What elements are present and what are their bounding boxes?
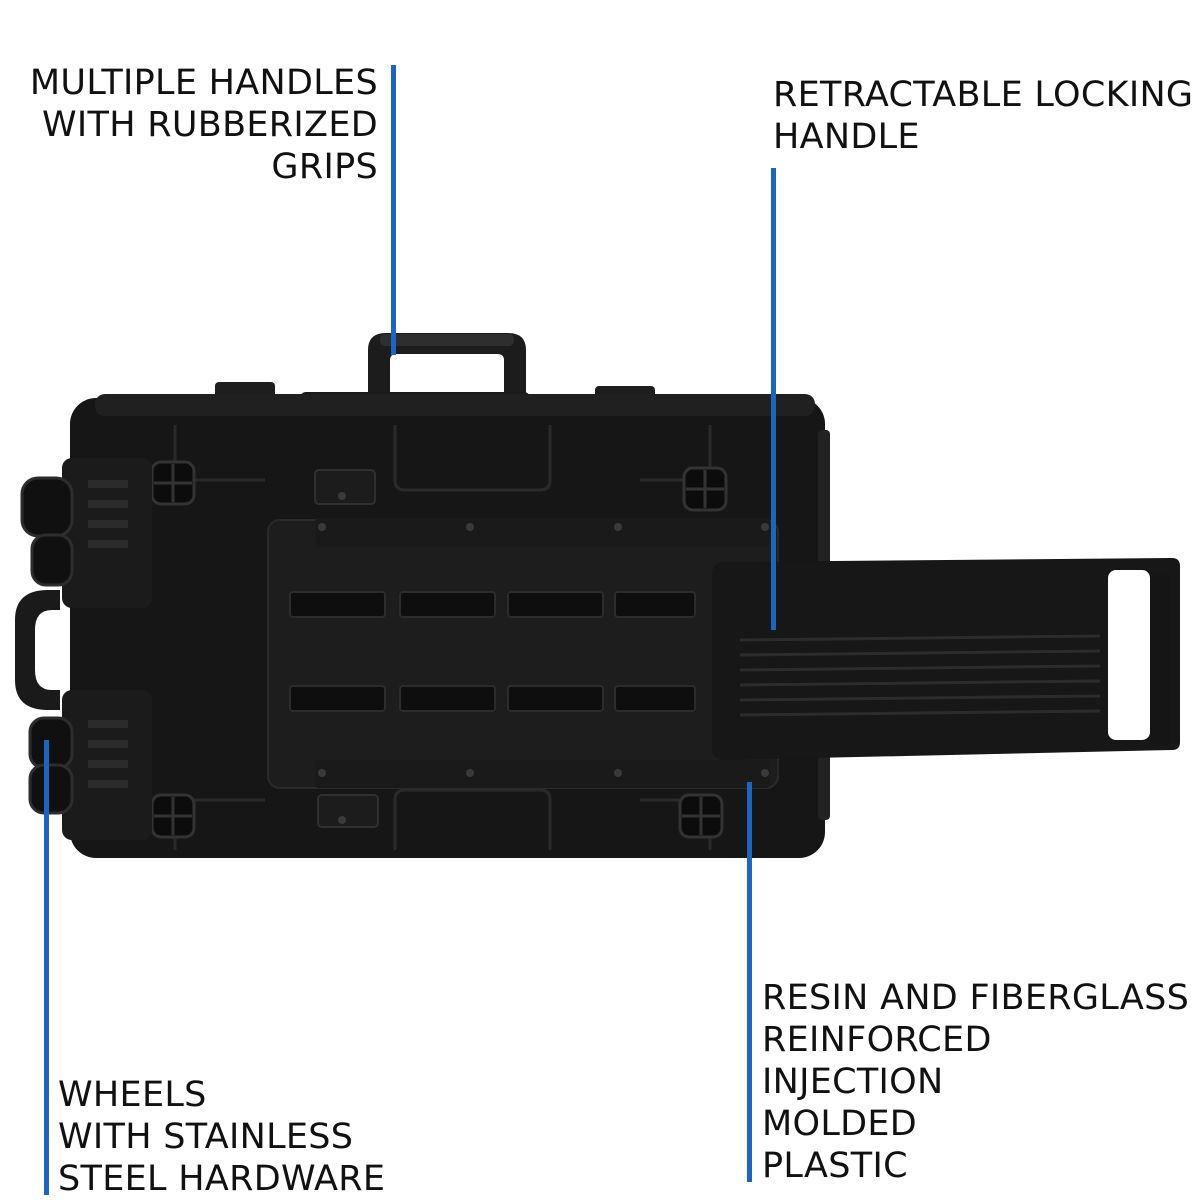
label-line: MOLDED — [762, 1104, 918, 1144]
label-line: RETRACTABLE LOCKING — [773, 75, 1194, 115]
callout-line-material — [747, 782, 752, 1182]
label-line: PLASTIC — [762, 1146, 908, 1186]
label-line: WITH STAINLESS — [58, 1117, 354, 1157]
top-carry-handle — [368, 333, 526, 400]
label-line: WHEELS — [58, 1075, 207, 1115]
label-wheels: WHEELS WITH STAINLESS STEEL HARDWARE — [58, 1074, 385, 1200]
label-line: STEEL HARDWARE — [58, 1159, 386, 1199]
callout-line-wheels — [44, 740, 49, 1195]
label-material: RESIN AND FIBERGLASS REINFORCED INJECTIO… — [762, 977, 1189, 1187]
side-handle — [15, 590, 60, 710]
wheel-assembly-bottom — [28, 690, 152, 840]
label-line: REINFORCED — [762, 1020, 992, 1060]
callout-line-handles — [391, 65, 396, 355]
label-line: GRIPS — [271, 147, 378, 187]
retractable-handle — [712, 558, 1180, 760]
label-multiple-handles: MULTIPLE HANDLES WITH RUBBERIZED GRIPS — [30, 62, 378, 188]
label-retractable-handle: RETRACTABLE LOCKING HANDLE — [773, 74, 1193, 158]
trolley-plate — [267, 519, 779, 789]
wheel-assembly-top — [20, 458, 152, 608]
label-line: INJECTION — [762, 1062, 944, 1102]
callout-line-retractable — [771, 168, 776, 630]
label-line: WITH RUBBERIZED — [41, 105, 378, 145]
label-line: HANDLE — [773, 117, 920, 157]
label-line: RESIN AND FIBERGLASS — [762, 978, 1190, 1018]
label-line: MULTIPLE HANDLES — [29, 63, 378, 103]
